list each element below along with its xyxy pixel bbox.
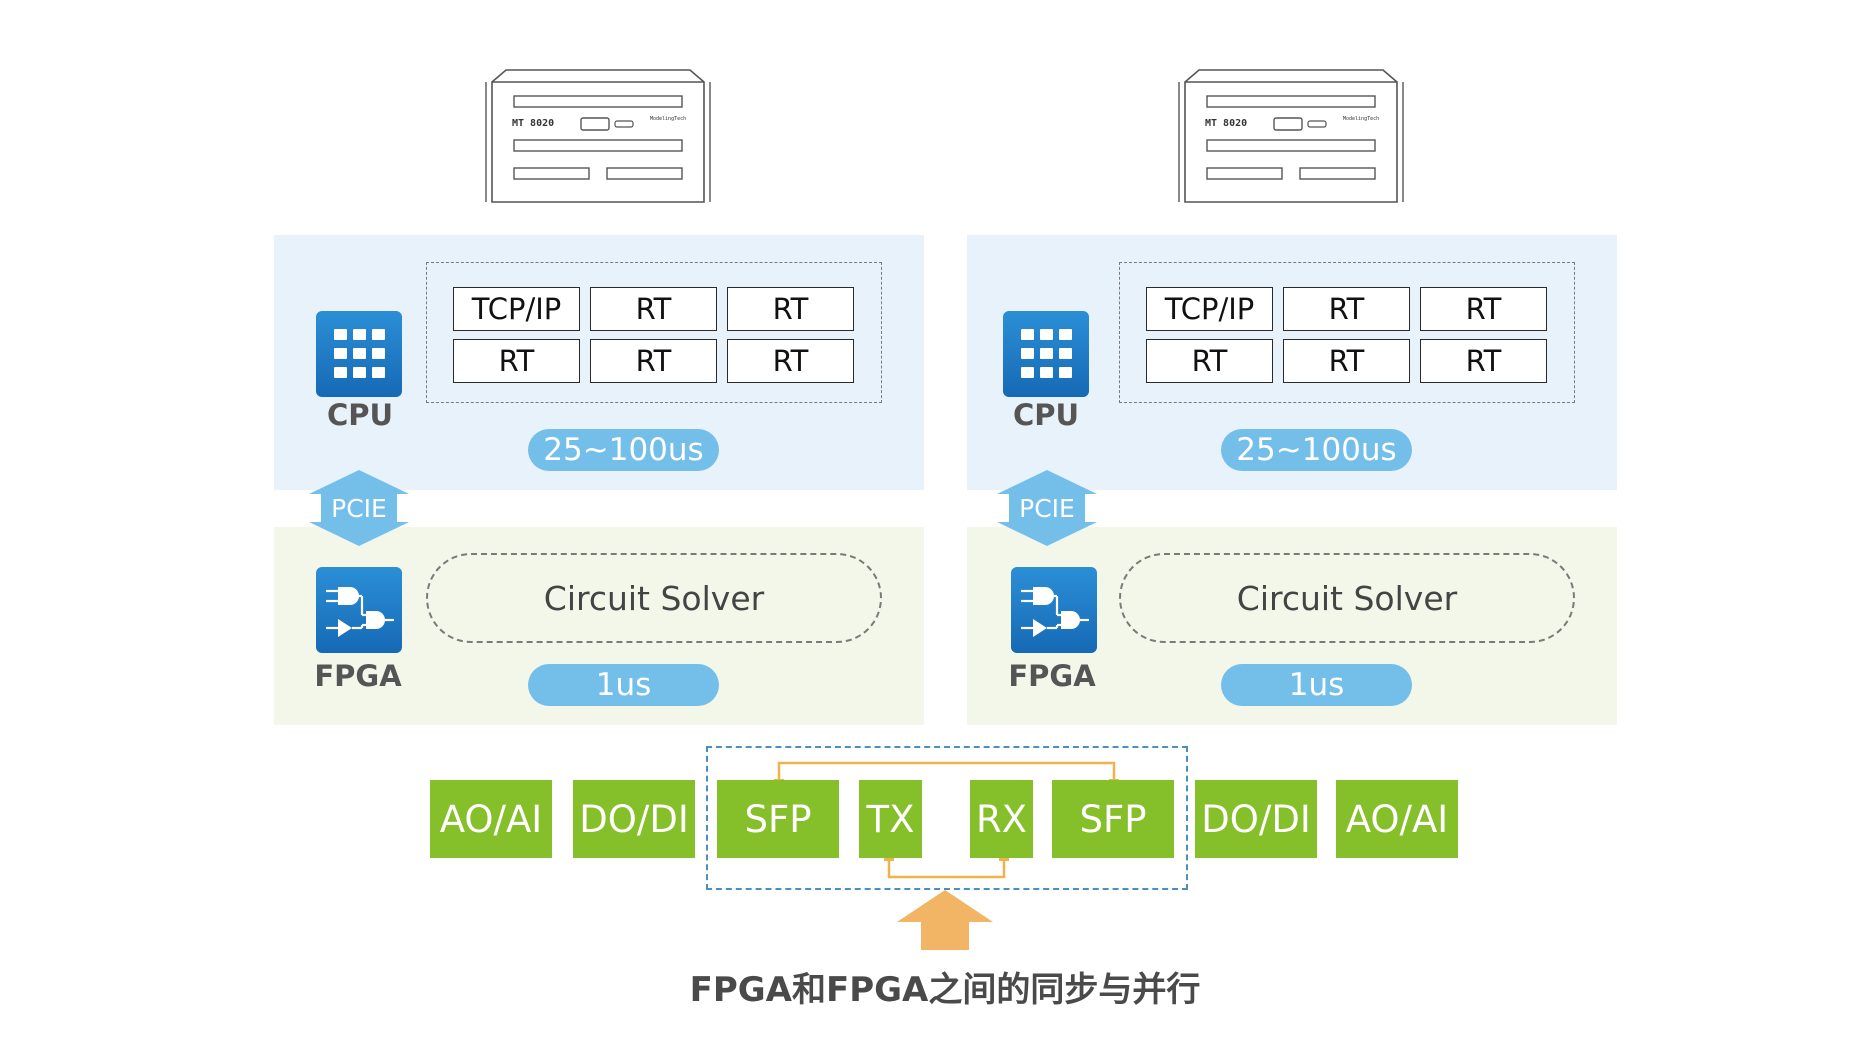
fpga-latency-badge: 1us (1221, 664, 1412, 706)
io-block-ao-ai: AO/AI (430, 780, 552, 858)
io-block-do-di: DO/DI (573, 780, 695, 858)
cpu-label: CPU (1012, 398, 1080, 432)
cpu-label: CPU (326, 398, 394, 432)
circuit-solver-block: Circuit Solver (1119, 553, 1575, 643)
rt-cell: TCP/IP (453, 287, 580, 331)
io-block-rx: RX (970, 780, 1033, 858)
cpu-grid-icon (316, 311, 402, 397)
chassis-brand-label: ModelingTech (1343, 116, 1380, 122)
logic-gate-icon (316, 567, 402, 653)
diagram-caption: FPGA和FPGA之间的同步与并行 (689, 970, 1201, 1010)
rt-cell: RT (1283, 287, 1410, 331)
rt-task-group (426, 262, 882, 403)
rt-cell: RT (727, 287, 854, 331)
rt-cell: RT (453, 339, 580, 383)
pcie-double-arrow-icon: PCIE (997, 470, 1097, 546)
io-block-ao-ai: AO/AI (1336, 780, 1458, 858)
sync-link-box (706, 746, 1188, 890)
rt-task-group (1119, 262, 1575, 403)
rt-cell: RT (590, 287, 717, 331)
rt-cell: RT (590, 339, 717, 383)
pcie-double-arrow-icon: PCIE (309, 470, 409, 546)
pcie-label: PCIE (1019, 493, 1075, 523)
rt-cell: RT (727, 339, 854, 383)
rt-cell: RT (1420, 287, 1547, 331)
io-block-sfp: SFP (1052, 780, 1174, 858)
chassis-model-label: MT 8020 (512, 118, 555, 129)
chassis-left-icon: MT 8020 ModelingTech (482, 68, 714, 204)
rt-cell: RT (1146, 339, 1273, 383)
cpu-latency-badge: 25~100us (1221, 429, 1412, 471)
rt-cell: RT (1283, 339, 1410, 383)
circuit-solver-block: Circuit Solver (426, 553, 882, 643)
cpu-latency-badge: 25~100us (528, 429, 719, 471)
io-block-do-di: DO/DI (1195, 780, 1317, 858)
chassis-model-label: MT 8020 (1205, 118, 1248, 129)
logic-gate-icon (1011, 567, 1097, 653)
fpga-latency-badge: 1us (528, 664, 719, 706)
fpga-label: FPGA (314, 659, 402, 693)
fpga-label: FPGA (1008, 659, 1096, 693)
io-block-tx: TX (859, 780, 922, 858)
cpu-grid-icon (1003, 311, 1089, 397)
chassis-brand-label: ModelingTech (650, 116, 687, 122)
chassis-right-icon: MT 8020 ModelingTech (1175, 68, 1407, 204)
pcie-label: PCIE (331, 493, 387, 523)
rt-cell: RT (1420, 339, 1547, 383)
rt-cell: TCP/IP (1146, 287, 1273, 331)
io-block-sfp: SFP (717, 780, 839, 858)
up-arrow-icon (897, 890, 993, 950)
